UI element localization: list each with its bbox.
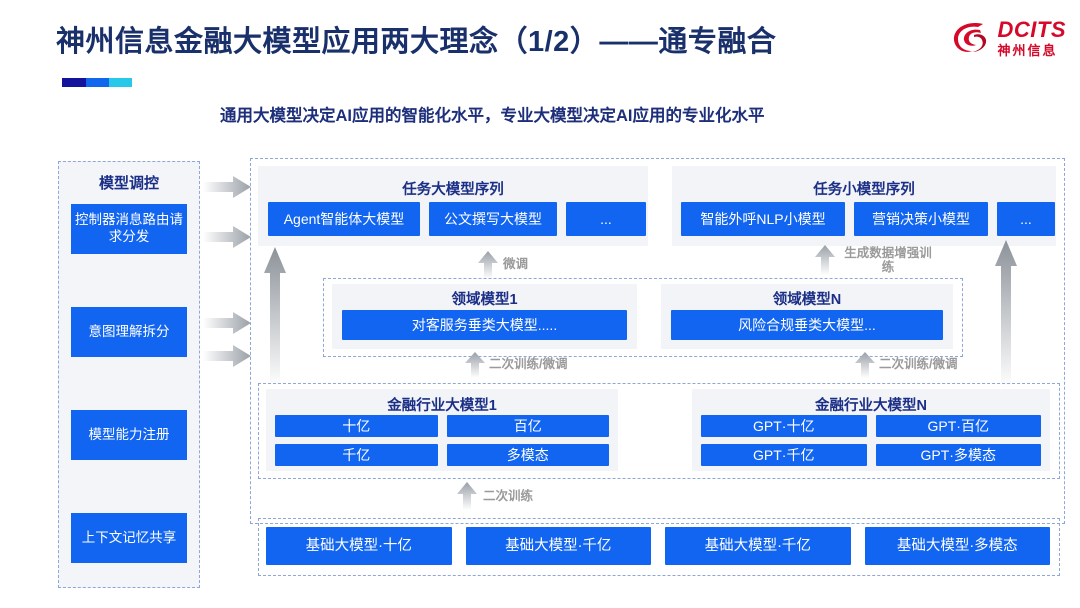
industry-n-item-gpt-ten-billion[interactable]: GPT·百亿 xyxy=(875,415,1041,437)
arrow-right-1-icon xyxy=(203,176,251,198)
industry-model-1-title: 金融行业大模型1 xyxy=(387,398,497,414)
arrow-up-secondary-left-icon xyxy=(465,352,485,378)
arrow-up-secondary-train-icon xyxy=(457,482,477,510)
arrow-label-secondary-train-left: 二次训练/微调 xyxy=(489,357,568,371)
task-item-nlp-outbound-model[interactable]: 智能外呼NLP小模型 xyxy=(681,202,845,236)
arrow-up-fine-tune-icon xyxy=(478,251,498,279)
sidebar-item-capability-registry[interactable]: 模型能力注册 xyxy=(71,410,187,460)
foundation-models-items: 基础大模型·十亿 基础大模型·千亿 基础大模型·千亿 基础大模型·多模态 xyxy=(266,527,1050,565)
arrow-right-3-icon xyxy=(203,312,251,334)
sidebar-item-controller-routing[interactable]: 控制器消息路由请求分发 xyxy=(71,204,187,254)
accent-segment-1 xyxy=(62,78,86,87)
arrow-up-tall-left-icon xyxy=(264,247,286,387)
task-item-more-right[interactable]: ... xyxy=(997,202,1055,236)
page-title: 神州信息金融大模型应用两大理念（1/2）——通专融合 xyxy=(56,26,777,58)
foundation-models-container xyxy=(258,518,1060,576)
arrow-up-gen-data-icon xyxy=(815,245,835,275)
domain-model-n-panel: 领域模型N 风险合规垂类大模型... xyxy=(661,284,953,349)
sidebar-title: 模型调控 xyxy=(98,175,159,192)
arrow-label-secondary-train: 二次训练 xyxy=(483,489,534,503)
arrow-up-secondary-right-icon xyxy=(855,352,875,378)
task-large-model-panel: 任务大模型序列 Agent智能体大模型 公文撰写大模型 ... xyxy=(258,166,648,246)
industry-model-1-items: 十亿 百亿 千亿 多模态 xyxy=(275,415,609,466)
arrow-right-4-icon xyxy=(203,345,251,367)
industry-1-item-hundred-billion[interactable]: 千亿 xyxy=(275,444,438,466)
domain-model-1-panel: 领域模型1 对客服务垂类大模型..... xyxy=(332,284,637,349)
domain-model-n-title: 领域模型N xyxy=(772,292,842,308)
domain-model-n-item[interactable]: 风险合规垂类大模型... xyxy=(671,310,943,340)
task-large-model-items: Agent智能体大模型 公文撰写大模型 ... xyxy=(268,202,646,236)
arrow-label-secondary-train-right: 二次训练/微调 xyxy=(879,357,958,371)
industry-model-n-title: 金融行业大模型N xyxy=(815,398,927,414)
domain-model-1-item[interactable]: 对客服务垂类大模型..... xyxy=(342,310,627,340)
arrow-up-tall-right-icon xyxy=(995,240,1017,388)
industry-1-item-multimodal[interactable]: 多模态 xyxy=(446,444,609,466)
industry-n-item-gpt-multimodal[interactable]: GPT·多模态 xyxy=(875,444,1041,466)
foundation-item-hundred-billion-1[interactable]: 基础大模型·千亿 xyxy=(465,527,651,565)
task-small-model-items: 智能外呼NLP小模型 营销决策小模型 ... xyxy=(681,202,1055,236)
task-item-marketing-decision-model[interactable]: 营销决策小模型 xyxy=(854,202,988,236)
task-small-model-panel: 任务小模型序列 智能外呼NLP小模型 营销决策小模型 ... xyxy=(672,166,1056,246)
domain-model-1-title: 领域模型1 xyxy=(451,292,518,308)
logo-en-label: DCITS xyxy=(997,17,1066,42)
industry-models-container xyxy=(258,383,1060,479)
industry-1-item-ten-billion[interactable]: 百亿 xyxy=(446,415,609,437)
page-subtitle: 通用大模型决定AI应用的智能化水平，专业大模型决定AI应用的专业化水平 xyxy=(220,107,765,125)
task-item-doc-writing-model[interactable]: 公文撰写大模型 xyxy=(429,202,557,236)
industry-model-n-panel: 金融行业大模型N GPT·十亿 GPT·百亿 GPT·千亿 GPT·多模态 xyxy=(692,389,1050,471)
arrow-label-gen-data-aug: 生成数据增强训练 xyxy=(844,246,932,275)
task-item-agent-model[interactable]: Agent智能体大模型 xyxy=(268,202,420,236)
industry-n-item-gpt-hundred-billion[interactable]: GPT·千亿 xyxy=(701,444,867,466)
foundation-item-multimodal[interactable]: 基础大模型·多模态 xyxy=(864,527,1050,565)
foundation-item-hundred-billion-2[interactable]: 基础大模型·千亿 xyxy=(665,527,851,565)
logo-cn-label: 神州信息 xyxy=(997,43,1058,58)
main-architecture-container xyxy=(250,158,1065,524)
foundation-item-billion[interactable]: 基础大模型·十亿 xyxy=(266,527,452,565)
sidebar-item-context-memory[interactable]: 上下文记忆共享 xyxy=(71,513,187,563)
task-small-model-title: 任务小模型序列 xyxy=(813,182,915,198)
arrow-right-2-icon xyxy=(203,226,251,248)
task-item-more[interactable]: ... xyxy=(566,202,646,236)
industry-model-n-items: GPT·十亿 GPT·百亿 GPT·千亿 GPT·多模态 xyxy=(701,415,1041,466)
arrow-label-fine-tune: 微调 xyxy=(503,257,529,271)
accent-segment-2 xyxy=(86,78,109,87)
title-accent-bar xyxy=(62,78,132,87)
domain-models-container xyxy=(323,278,963,357)
sidebar-item-intent-parsing[interactable]: 意图理解拆分 xyxy=(71,307,187,357)
dcits-logo: DCITS 神州信息 xyxy=(950,18,1067,58)
logo-text: DCITS 神州信息 xyxy=(997,17,1067,58)
sidebar-model-control: 模型调控 控制器消息路由请求分发 意图理解拆分 模型能力注册 上下文记忆共享 xyxy=(58,161,200,588)
logo-swirl-icon xyxy=(950,18,992,58)
industry-model-1-panel: 金融行业大模型1 十亿 百亿 千亿 多模态 xyxy=(266,389,618,471)
industry-n-item-gpt-billion[interactable]: GPT·十亿 xyxy=(701,415,867,437)
task-large-model-title: 任务大模型序列 xyxy=(402,182,504,198)
accent-segment-3 xyxy=(109,78,132,87)
industry-1-item-billion[interactable]: 十亿 xyxy=(275,415,438,437)
